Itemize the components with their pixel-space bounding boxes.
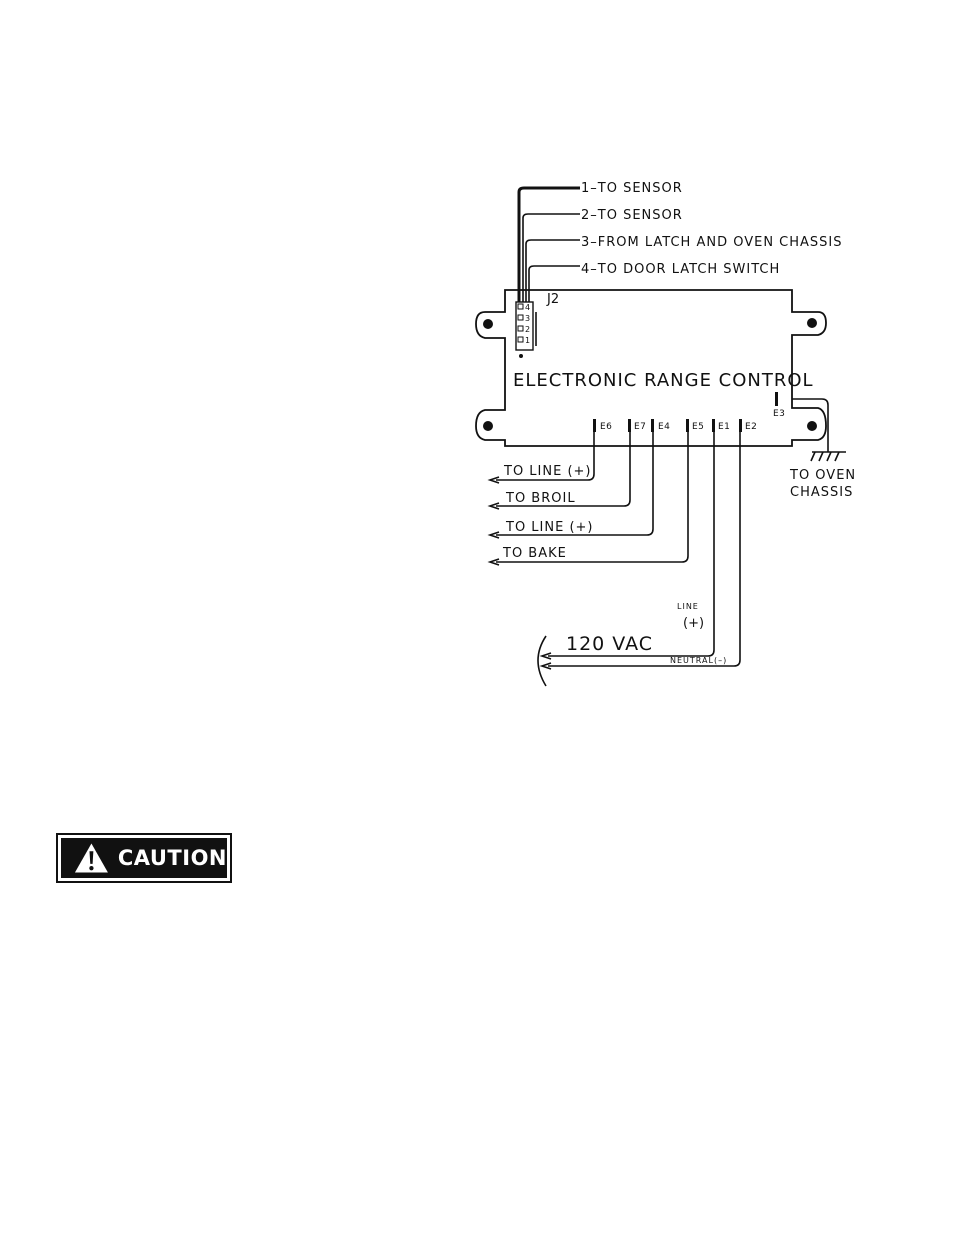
pin-1-marker bbox=[519, 354, 523, 358]
j2-pin-4: 4 bbox=[525, 303, 530, 312]
terminal-e4: E4 bbox=[658, 422, 670, 432]
terminal-e5: E5 bbox=[692, 422, 704, 432]
ground-label-line1: TO OVEN bbox=[789, 468, 856, 483]
mount-hole-bottom-right bbox=[807, 421, 817, 431]
output-label-line-2: TO LINE (+) bbox=[505, 520, 594, 535]
supply-neutral-label: NEUTRAL(–) bbox=[670, 656, 727, 665]
output-wires: TO LINE (+) TO BROIL TO LINE (+) TO BAKE bbox=[490, 432, 688, 565]
j2-label: J2 bbox=[546, 292, 559, 307]
caution-badge-fill: CAUTION bbox=[61, 838, 227, 878]
output-label-line-1: TO LINE (+) bbox=[503, 464, 592, 479]
terminal-e1: E1 bbox=[718, 422, 730, 432]
supply-voltage-label: 120 VAC bbox=[566, 633, 653, 655]
wire-label-2: 2–TO SENSOR bbox=[581, 208, 683, 223]
supply-line-label: LINE bbox=[677, 602, 699, 611]
wire-label-3: 3–FROM LATCH AND OVEN CHASSIS bbox=[581, 235, 843, 250]
terminal-e6: E6 bbox=[600, 422, 612, 432]
control-title: ELECTRONIC RANGE CONTROL bbox=[513, 370, 814, 391]
supply-line-sign: (+) bbox=[683, 616, 704, 631]
mount-hole-top-left bbox=[483, 319, 493, 329]
terminal-e3: E3 bbox=[773, 409, 785, 419]
terminal-e7: E7 bbox=[634, 422, 646, 432]
mount-hole-top-right bbox=[807, 318, 817, 328]
ground-label-line2: CHASSIS bbox=[790, 485, 853, 500]
caution-badge: CAUTION bbox=[56, 833, 232, 883]
mount-hole-bottom-left bbox=[483, 421, 493, 431]
output-label-bake: TO BAKE bbox=[502, 546, 567, 561]
j2-pin-1: 1 bbox=[525, 336, 530, 345]
j2-pin-2: 2 bbox=[525, 325, 530, 334]
caution-label: CAUTION bbox=[118, 846, 227, 870]
warning-triangle-icon bbox=[73, 841, 110, 875]
output-label-broil: TO BROIL bbox=[505, 491, 576, 506]
wire-label-1: 1–TO SENSOR bbox=[581, 181, 683, 196]
terminal-e2: E2 bbox=[745, 422, 757, 432]
wire-label-4: 4–TO DOOR LATCH SWITCH bbox=[581, 262, 780, 277]
sensor-harness: 1–TO SENSOR 2–TO SENSOR 3–FROM LATCH AND… bbox=[519, 181, 843, 302]
j2-pin-3: 3 bbox=[525, 314, 530, 323]
